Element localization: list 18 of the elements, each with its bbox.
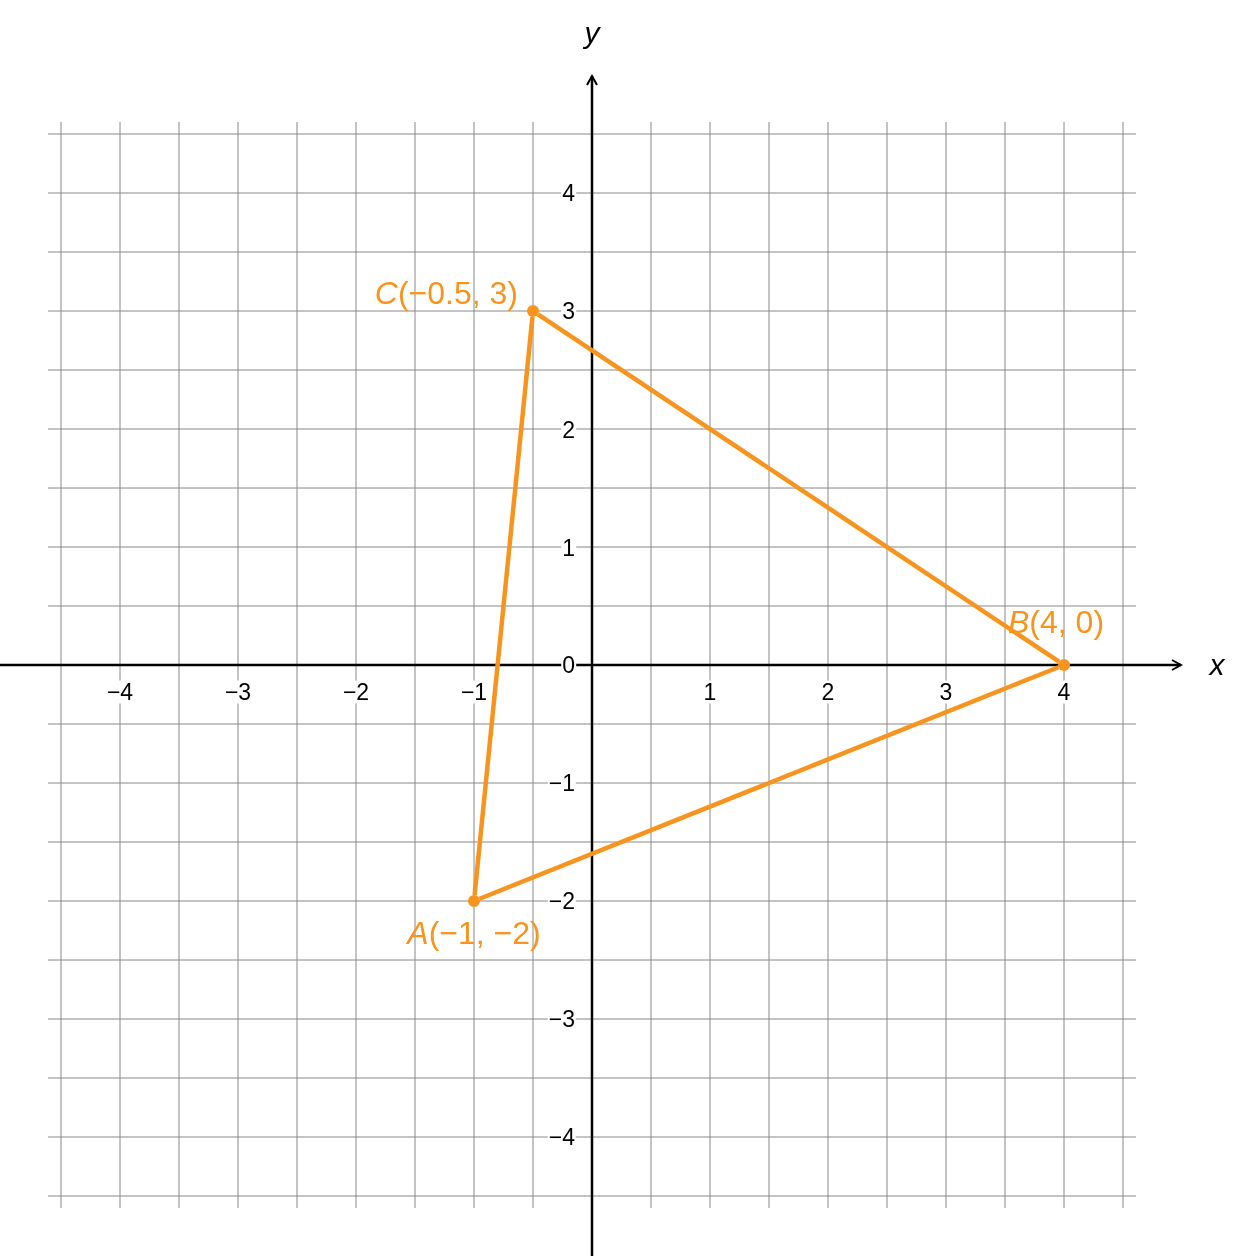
tick-label: 3 (938, 680, 954, 704)
point-marker (1058, 659, 1070, 671)
point-marker (468, 895, 480, 907)
point-label: A(−1, −2) (407, 917, 541, 949)
axis-label: x (1209, 650, 1225, 680)
tick-label: 1 (702, 680, 718, 704)
point-label: C(−0.5, 3) (374, 277, 518, 309)
triangle-side (478, 665, 1060, 901)
triangle-side (536, 312, 1061, 664)
axis-label: y (584, 18, 600, 48)
tick-label: −4 (105, 680, 135, 704)
triangle-side (472, 316, 535, 896)
point-marker (527, 305, 539, 317)
tick-label: 4 (1056, 680, 1072, 704)
tick-label: −2 (341, 680, 371, 704)
tick-label: −3 (223, 680, 253, 704)
tick-label: 2 (820, 680, 836, 704)
tick-label: −1 (459, 680, 489, 704)
